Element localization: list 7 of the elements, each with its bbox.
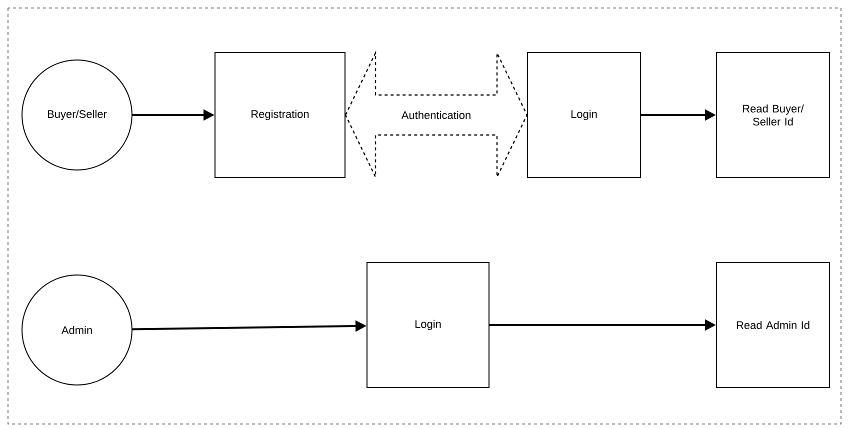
block-arrow — [344, 50, 528, 180]
process-box: Login — [527, 52, 641, 178]
process-box: Registration — [214, 52, 346, 178]
edge-label: Authentication — [399, 108, 474, 122]
process-box: Read Admin Id — [716, 262, 830, 388]
process-box: Read Buyer/ Seller Id — [716, 52, 830, 178]
process-box: Login — [366, 262, 490, 388]
